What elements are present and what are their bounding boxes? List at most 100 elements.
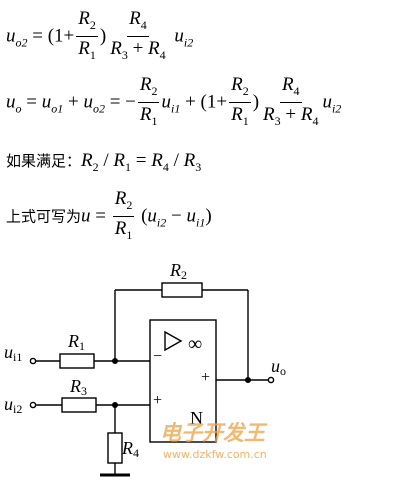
eq2-f3-num: R xyxy=(281,74,294,95)
noninverting-input-sign: + xyxy=(153,392,162,409)
junction-dot-input2 xyxy=(112,402,118,408)
eq1-tail-sub: i2 xyxy=(183,35,194,50)
watermark-url: www.dzkfw.com.cn xyxy=(163,448,267,461)
result-f-num-sub: 2 xyxy=(126,197,133,212)
condition-slash2: / xyxy=(168,150,184,171)
result-f-den: R xyxy=(114,217,127,239)
eq2-c-sub: o2 xyxy=(92,101,105,116)
result-f-den-sub: 1 xyxy=(126,227,133,242)
opamp-box xyxy=(149,319,217,443)
eq2-f2-num: R xyxy=(231,74,243,95)
result-u: u xyxy=(81,205,91,227)
r3-label: R3 xyxy=(69,376,87,398)
r1-label: R1 xyxy=(67,331,85,353)
condition-slash1: / xyxy=(98,150,114,171)
eq2-f2-den: R xyxy=(231,103,243,125)
inverting-input-sign: − xyxy=(153,348,162,365)
condition-r4: R xyxy=(151,150,163,171)
eq2-b: u xyxy=(41,91,52,113)
eq1-lhs-sub: o2 xyxy=(15,35,28,50)
condition-prefix: 如果满足： xyxy=(6,152,82,170)
result-a: u xyxy=(147,205,157,227)
eq2-e-sub: i2 xyxy=(331,101,342,116)
eq1-close: ) xyxy=(99,25,107,47)
ui2-label: ui2 xyxy=(4,394,22,416)
r4-label: R4 xyxy=(121,438,139,460)
eq1-open: (1+ xyxy=(47,25,75,47)
eq1-f1-den-sub: 1 xyxy=(89,47,96,62)
eq2-d: u xyxy=(161,91,171,113)
eq2-f3-den-a-sub: 3 xyxy=(274,113,281,128)
junction-dot-input1 xyxy=(112,358,118,364)
condition-r1: R xyxy=(113,150,126,171)
eq1-f2-num-sub: 4 xyxy=(140,17,147,32)
ui1-label: ui1 xyxy=(4,342,22,364)
r2-label: R2 xyxy=(169,260,187,282)
resistor-r3 xyxy=(61,397,97,413)
condition-r3: R xyxy=(183,150,196,171)
opamp-n-label: N xyxy=(190,408,203,428)
result-eq: = xyxy=(90,205,111,227)
resistor-r2 xyxy=(161,282,203,298)
terminal-ui2 xyxy=(29,401,37,409)
output-sign: + xyxy=(201,369,210,386)
resistor-r1 xyxy=(59,353,95,369)
result-prefix: 上式可写为 xyxy=(6,207,82,226)
eq2-c: u xyxy=(83,91,93,113)
condition-r4-sub: 4 xyxy=(162,159,169,174)
eq1-f2-den-a-sub: 3 xyxy=(121,47,128,62)
resistor-r4 xyxy=(107,432,123,464)
condition-eq: = xyxy=(131,150,152,171)
eq1-f1-num-sub: 2 xyxy=(89,17,96,32)
result-close: ) xyxy=(205,205,212,227)
junction-dot-output xyxy=(245,377,251,383)
eq2-f1-num: R xyxy=(139,74,152,95)
result-b: u xyxy=(186,205,196,227)
condition-r2: R xyxy=(81,150,93,171)
eq1-f2-num: R xyxy=(129,8,141,29)
uo-label: uo xyxy=(271,356,286,378)
eq1-equals: = xyxy=(32,25,43,47)
eq2-eq2: = − xyxy=(104,91,136,113)
eq2-e: u xyxy=(322,91,332,113)
terminal-ui1 xyxy=(29,357,37,365)
eq1-f2-den-b: R xyxy=(148,37,160,59)
condition-line: 如果满足：R2 / R1 = R4 / R3 xyxy=(6,150,201,175)
eq2-b-sub: o1 xyxy=(51,101,64,116)
result-f-num: R xyxy=(114,188,127,209)
eq2-f1-num-sub: 2 xyxy=(151,83,158,98)
eq1-lhs: u xyxy=(6,25,16,47)
eq2-f1-den: R xyxy=(139,103,152,125)
result-minus: − xyxy=(166,205,187,227)
condition-r1-sub: 1 xyxy=(125,159,132,174)
eq1-f1-den: R xyxy=(78,37,90,59)
eq2-f3-den-a: R xyxy=(263,103,275,125)
result-b-sub: i1 xyxy=(195,215,206,230)
eq2-eq1: = xyxy=(21,91,42,113)
eq1-f2-den-a: R xyxy=(110,37,122,59)
eq2-f3-den-b: R xyxy=(300,103,313,125)
infinity-symbol: ∞ xyxy=(188,333,202,355)
eq2-plus: + xyxy=(63,91,84,113)
eq2-d-sub: i1 xyxy=(170,101,181,116)
eq2-f3-den-plus: + xyxy=(280,103,301,125)
watermark-logo: 电子开发王 xyxy=(160,421,268,445)
eq1-tail: u xyxy=(174,25,184,47)
eq2-a-sub: o xyxy=(15,101,22,116)
opamp-triangle-icon xyxy=(164,330,183,352)
eq2-f2-den-sub: 1 xyxy=(242,113,249,128)
eq2-a: u xyxy=(6,91,16,113)
eq2-f1-den-sub: 1 xyxy=(151,113,158,128)
eq2-plus2: + (1+ xyxy=(180,91,228,113)
terminal-uo xyxy=(267,376,275,384)
eq2-f3-num-sub: 4 xyxy=(293,83,300,98)
eq1-f2-den-plus: + xyxy=(127,37,149,59)
